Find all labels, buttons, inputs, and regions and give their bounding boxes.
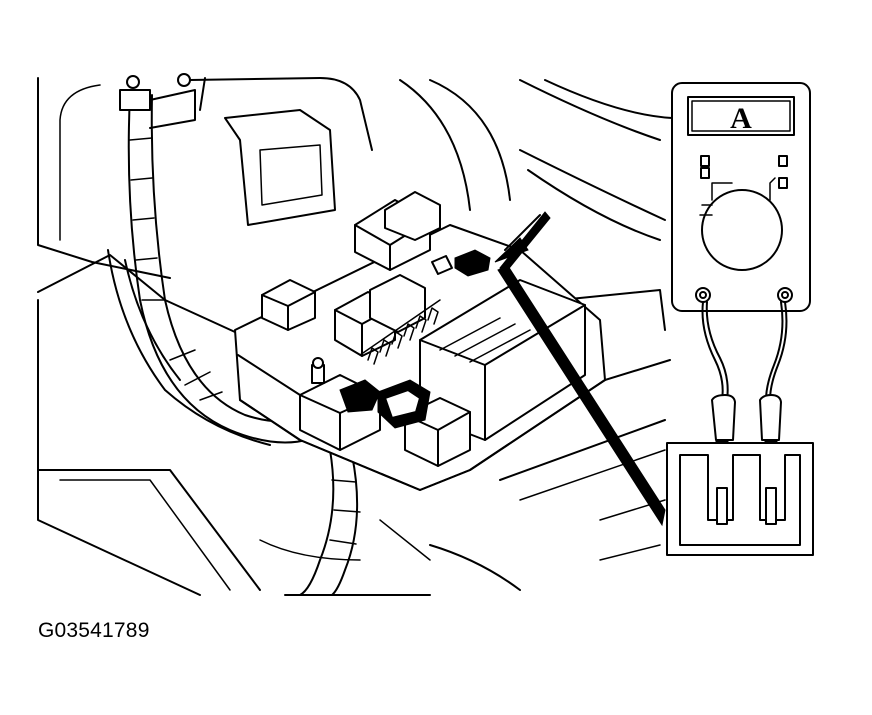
ammeter-icon: A [671,82,811,312]
pointer-arrow-icon [494,211,551,273]
meter-indicator [700,155,710,167]
relay [384,191,441,241]
wiring-harness [107,73,361,596]
meter-indicator [778,177,788,189]
bolt-bracket [119,89,151,111]
fuse [431,255,453,275]
meter-indicator [700,167,710,179]
meter-dial [701,189,783,271]
fuse-blade-right [765,487,777,525]
meter-indicator [778,155,788,167]
bolt-head [126,75,140,89]
relay [369,274,426,333]
probe-right [759,394,782,441]
mini-fuse-row [359,299,441,365]
fuse-inset [666,442,814,556]
inset-frame [666,442,814,556]
meter-range-letter: A [730,102,752,135]
meter-display [687,96,795,136]
bolt-head [177,73,191,87]
target-fuse [454,249,491,277]
connector [339,379,381,413]
blade-fuse [679,454,801,546]
probe-left [711,394,736,441]
zoom-callout-line [497,265,666,527]
fuse-blade-left [716,487,728,525]
figure-id-label: G03541789 [38,619,150,642]
